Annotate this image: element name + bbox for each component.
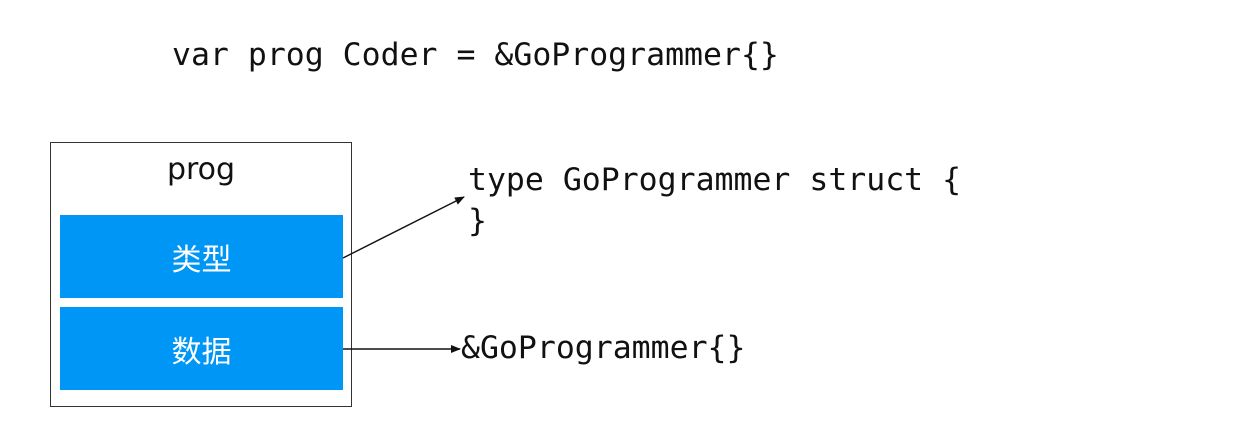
type-arrow xyxy=(342,196,465,259)
code-declaration: var prog Coder = &GoProgrammer{} xyxy=(172,37,779,73)
struct-definition-line2: } xyxy=(468,203,487,239)
struct-definition-line1: type GoProgrammer struct { xyxy=(468,162,962,198)
interface-label: prog xyxy=(166,152,236,187)
type-cell: 类型 xyxy=(60,215,343,298)
data-cell: 数据 xyxy=(60,307,343,390)
data-value: &GoProgrammer{} xyxy=(461,330,746,366)
interface-box xyxy=(50,142,352,407)
